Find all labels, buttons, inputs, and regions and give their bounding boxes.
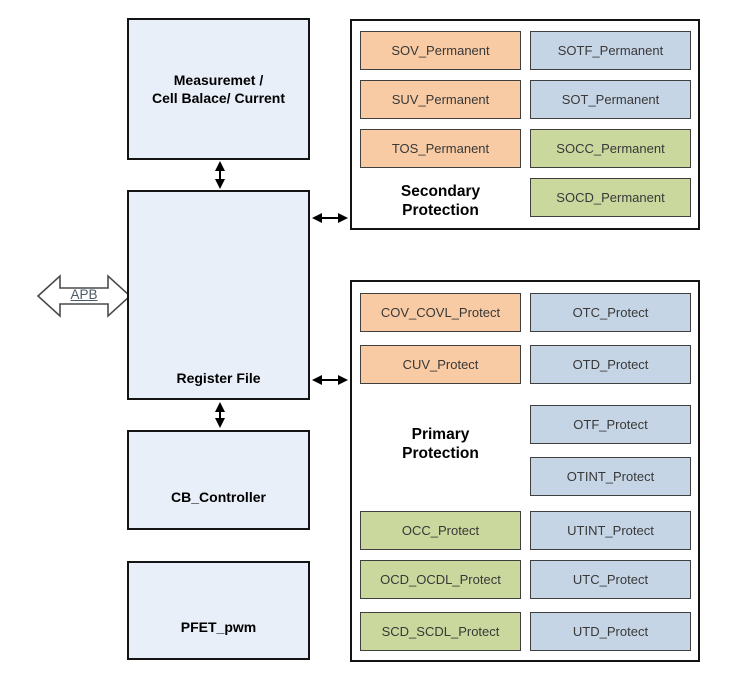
protection-box-socd-permanent: SOCD_Permanent	[530, 178, 691, 217]
secondary-protection-title: Secondary Protection	[360, 182, 521, 220]
block-label-line: Measuremet /	[173, 72, 264, 88]
block-label: CB_Controller	[171, 489, 266, 505]
protection-box-label: UTINT_Protect	[567, 523, 654, 538]
primary-protection-title: Primary Protection	[360, 425, 521, 463]
protection-box-label: OTF_Protect	[573, 417, 648, 432]
arrow-register-cb	[215, 402, 225, 428]
protection-box-label: OTC_Protect	[572, 305, 649, 320]
pfet-pwm-block: PFET_pwm	[127, 561, 310, 660]
protection-box-tos-permanent: TOS_Permanent	[360, 129, 521, 168]
protection-box-suv-permanent: SUV_Permanent	[360, 80, 521, 119]
protection-box-sov-permanent: SOV_Permanent	[360, 31, 521, 70]
protection-box-label: CUV_Protect	[402, 357, 479, 372]
apb-bus-label: APB	[70, 287, 98, 302]
protection-box-sot-permanent: SOT_Permanent	[530, 80, 691, 119]
title-line: Primary	[411, 426, 470, 443]
protection-box-otf-protect: OTF_Protect	[530, 405, 691, 444]
register-file-block: Register File	[127, 190, 310, 400]
title-line: Protection	[402, 202, 479, 219]
arrow-register-secondary	[312, 213, 348, 223]
title-line: Protection	[402, 445, 479, 462]
block-label: PFET_pwm	[180, 619, 257, 635]
protection-box-label: OCD_OCDL_Protect	[380, 572, 501, 587]
protection-box-socc-permanent: SOCC_Permanent	[530, 129, 691, 168]
block-label: Register File	[176, 370, 261, 386]
protection-box-otc-protect: OTC_Protect	[530, 293, 691, 332]
protection-box-label: SOCC_Permanent	[556, 141, 665, 156]
block-label-line: Cell Balace/ Current	[151, 90, 286, 106]
protection-box-label: OCC_Protect	[401, 523, 480, 538]
protection-box-utint-protect: UTINT_Protect	[530, 511, 691, 550]
protection-box-label: OTINT_Protect	[566, 469, 655, 484]
protection-box-scd-scdl-protect: SCD_SCDL_Protect	[360, 612, 521, 651]
protection-box-label: SCD_SCDL_Protect	[381, 624, 500, 639]
protection-box-label: OTD_Protect	[572, 357, 649, 372]
protection-box-ocd-ocdl-protect: OCD_OCDL_Protect	[360, 560, 521, 599]
protection-box-cuv-protect: CUV_Protect	[360, 345, 521, 384]
protection-box-label: SUV_Permanent	[391, 92, 490, 107]
protection-box-label: SOTF_Permanent	[557, 43, 664, 58]
protection-box-sotf-permanent: SOTF_Permanent	[530, 31, 691, 70]
title-line: Secondary	[400, 183, 481, 200]
protection-box-label: SOCD_Permanent	[556, 190, 665, 205]
protection-box-occ-protect: OCC_Protect	[360, 511, 521, 550]
protection-box-label: SOT_Permanent	[561, 92, 660, 107]
protection-box-label: UTD_Protect	[572, 624, 649, 639]
protection-box-label: UTC_Protect	[572, 572, 649, 587]
arrow-register-primary	[312, 375, 348, 385]
protection-box-utc-protect: UTC_Protect	[530, 560, 691, 599]
measurement-cell-balance-current-block: Measuremet / Cell Balace/ Current	[127, 18, 310, 160]
protection-box-otint-protect: OTINT_Protect	[530, 457, 691, 496]
protection-box-utd-protect: UTD_Protect	[530, 612, 691, 651]
protection-box-otd-protect: OTD_Protect	[530, 345, 691, 384]
protection-box-label: COV_COVL_Protect	[380, 305, 501, 320]
protection-box-label: TOS_Permanent	[391, 141, 490, 156]
protection-box-label: SOV_Permanent	[391, 43, 490, 58]
protection-box-cov-covl-protect: COV_COVL_Protect	[360, 293, 521, 332]
arrow-measurement-register	[215, 161, 225, 189]
cb-controller-block: CB_Controller	[127, 430, 310, 530]
